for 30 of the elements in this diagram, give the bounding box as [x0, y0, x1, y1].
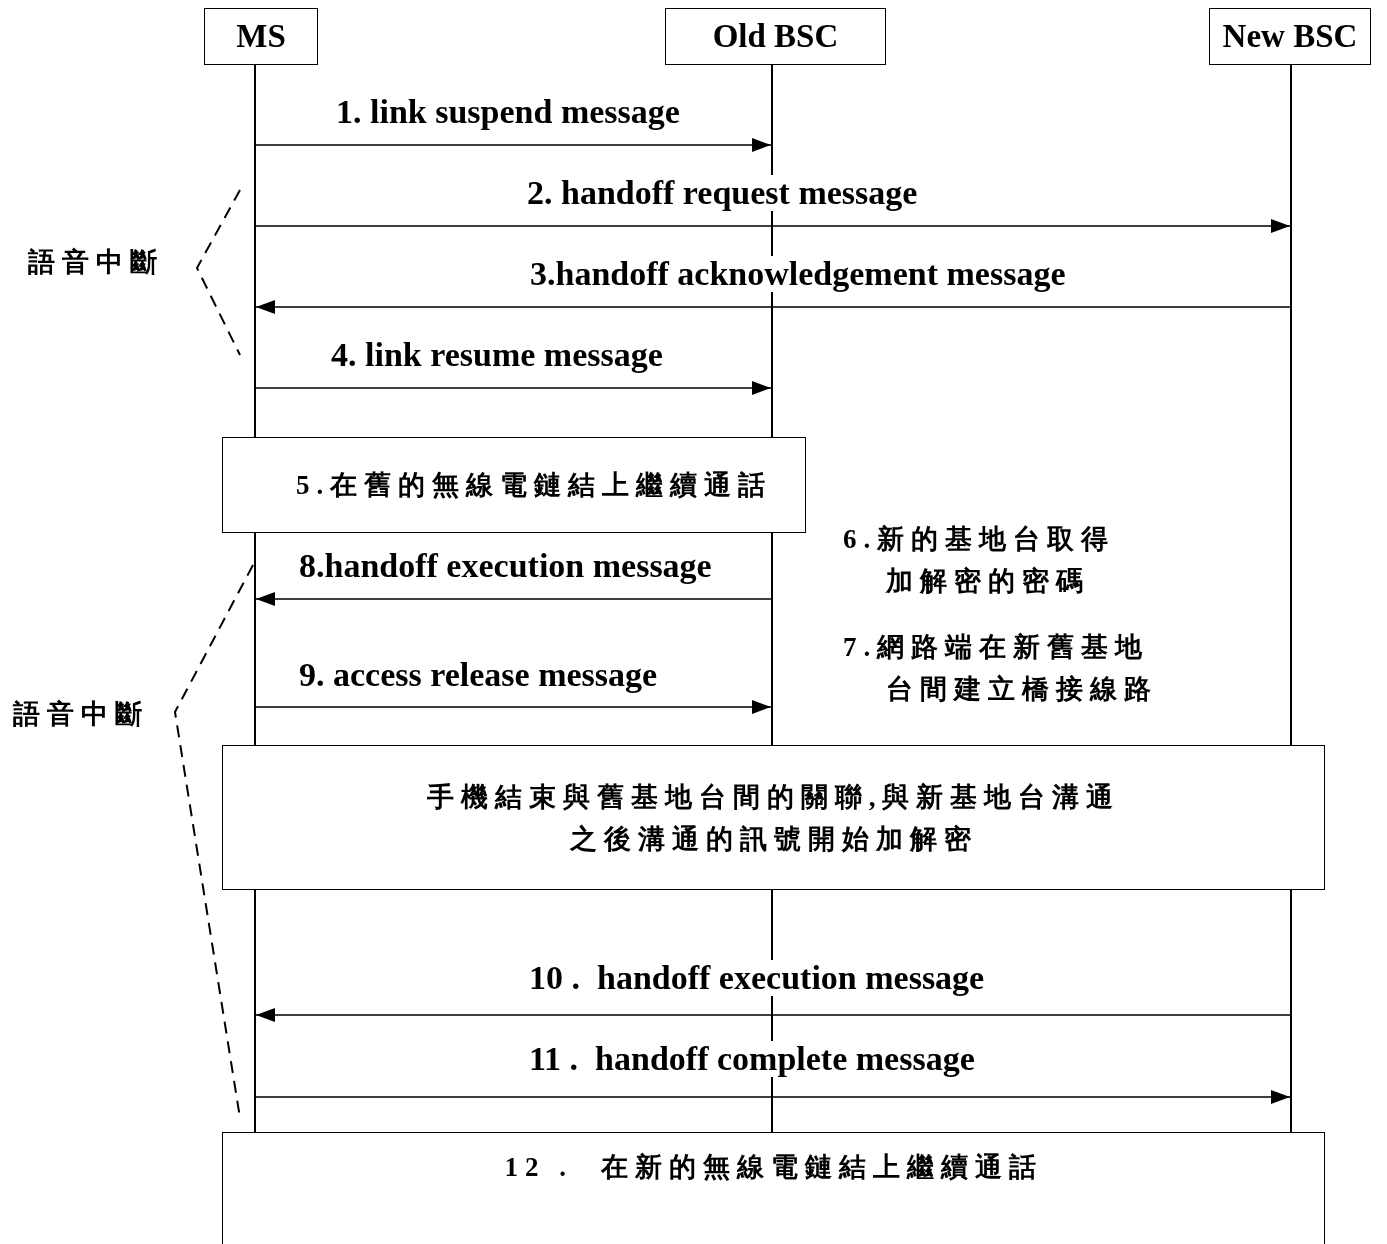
lifeline: [1290, 890, 1292, 1132]
step-note: 7.網路端在新舊基地台間建立橋接線路: [843, 631, 1159, 706]
arrow: [255, 700, 772, 714]
arrow: [255, 1090, 1291, 1104]
lifeline: [254, 890, 256, 1132]
arrow: [255, 138, 772, 152]
participant-name: New BSC: [1222, 18, 1358, 55]
participant-box: [665, 8, 886, 65]
participant-name: MS: [236, 18, 286, 55]
lifeline: [254, 533, 256, 745]
arrow: [255, 381, 772, 395]
interruption-label: 語音中斷: [28, 246, 165, 279]
step-text: 手機結束與舊基地台間的關聯,與新基地台溝通之後溝通的訊號開始加解密: [425, 780, 1122, 856]
step-text: 12 . 在新的無線電鏈結上繼續通話: [504, 1151, 1043, 1184]
interruption-label: 語音中斷: [13, 698, 150, 731]
arrow: [255, 300, 1291, 314]
participant-name: Old BSC: [712, 18, 839, 55]
arrow: [255, 1008, 1291, 1022]
lifeline: [1290, 65, 1292, 745]
process-box: [222, 745, 1325, 890]
arrow: [255, 592, 772, 606]
step-text: 5.在舊的無線電鏈結上繼續通話: [295, 469, 773, 502]
lifeline: [771, 533, 773, 745]
participant-box: [1209, 8, 1371, 65]
process-box: [222, 437, 806, 533]
participant-box: [204, 8, 318, 65]
arrow: [255, 219, 1291, 233]
lifeline: [254, 65, 256, 437]
process-box: [222, 1132, 1325, 1244]
step-note: 6.新的基地台取得加解密的密碼: [843, 523, 1117, 598]
